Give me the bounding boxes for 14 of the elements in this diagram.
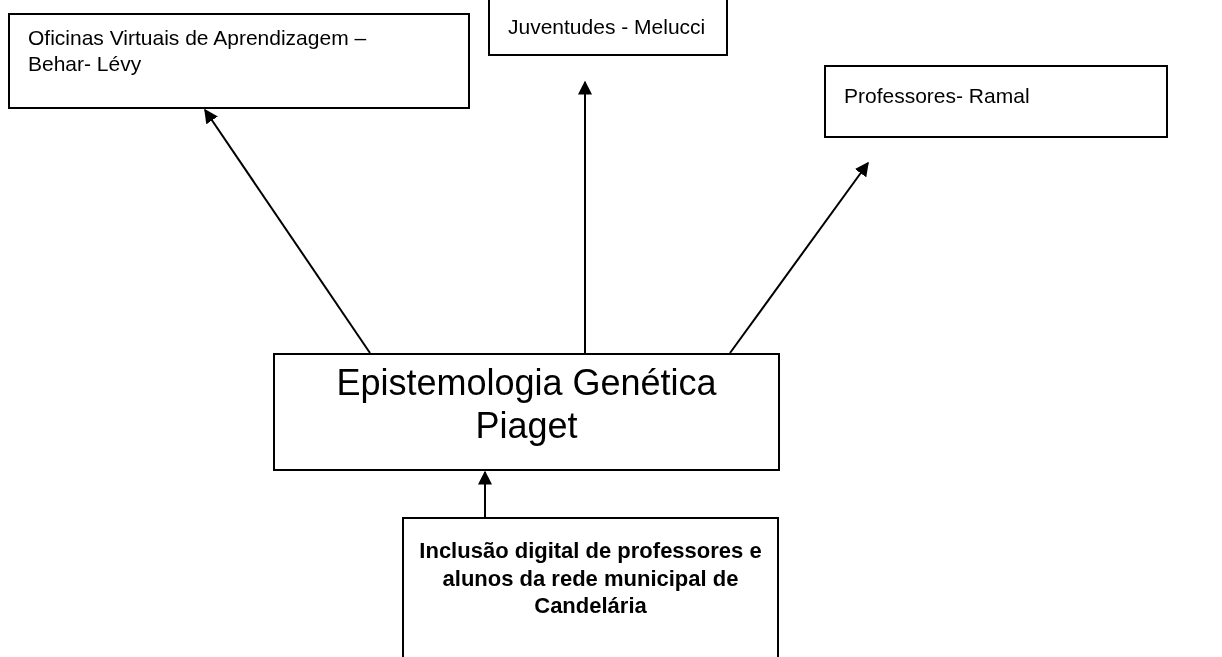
box-text: Epistemologia Genética Piaget bbox=[335, 361, 718, 448]
text-box bbox=[488, 0, 728, 56]
box-text: Professores- Ramal bbox=[844, 83, 1031, 109]
arrow bbox=[578, 80, 592, 354]
arrow bbox=[729, 161, 869, 354]
arrow bbox=[478, 470, 492, 518]
box-text: Oficinas Virtuais de Aprendizagem –Behar- Lévy bbox=[28, 25, 368, 78]
box-text: Inclusão digital de professores e alunos da rede municipal de Candelária bbox=[418, 537, 763, 620]
text-box bbox=[8, 13, 470, 109]
box-text: Juventudes - Melucci bbox=[508, 14, 707, 40]
text-box bbox=[402, 517, 779, 657]
text-box bbox=[824, 65, 1168, 138]
text-box bbox=[273, 353, 780, 471]
arrow bbox=[204, 108, 371, 354]
